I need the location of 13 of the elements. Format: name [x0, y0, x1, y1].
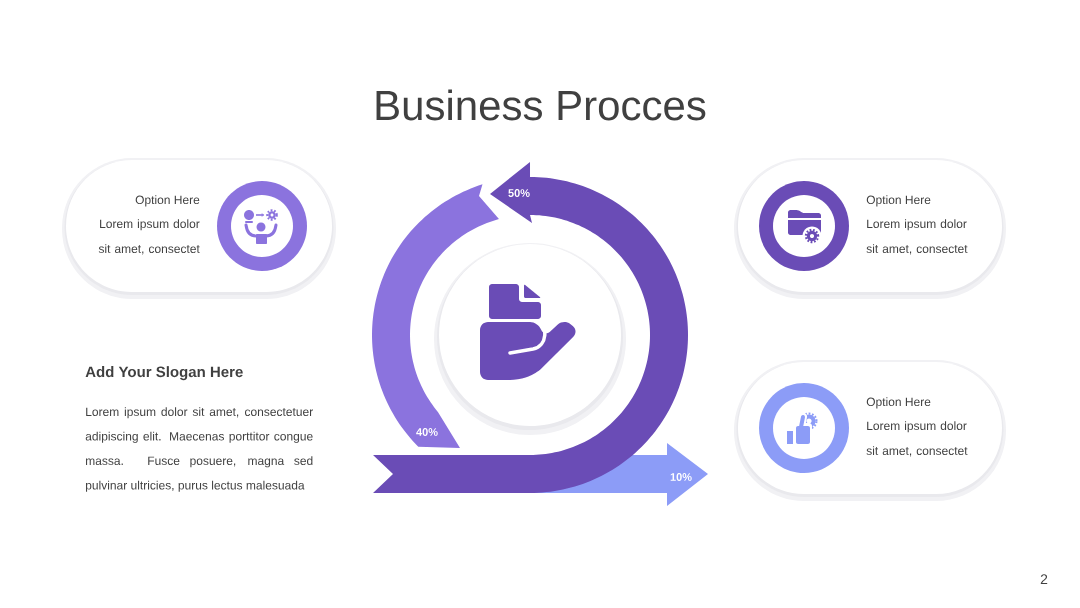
percent-label: 40% — [416, 428, 438, 436]
percent-label: 50% — [508, 189, 530, 197]
title: Business Procces — [376, 89, 706, 121]
card-text: Lorem ipsum dolor sit amet, consectet — [866, 421, 968, 457]
card-text: Lorem ipsum dolor sit amet, consectet — [98, 219, 200, 255]
body-paragraph: Lorem ipsum dolor sit amet, consectetuer adipiscing elit. Maecenas porttitor congue massa. Fusce posuere, magna sed pulvinar ultricies, purus lectus malesuada — [85, 407, 313, 492]
slogan-heading: Add Your Slogan Here — [85, 366, 243, 381]
percent-label: 10% — [670, 473, 692, 481]
card-heading: Option Here — [135, 195, 200, 207]
card-text: Lorem ipsum dolor sit amet, consectet — [866, 219, 968, 255]
card-heading: Option Here — [866, 397, 931, 409]
card-heading: Option Here — [866, 195, 931, 207]
page-number: 2 — [1040, 574, 1048, 584]
